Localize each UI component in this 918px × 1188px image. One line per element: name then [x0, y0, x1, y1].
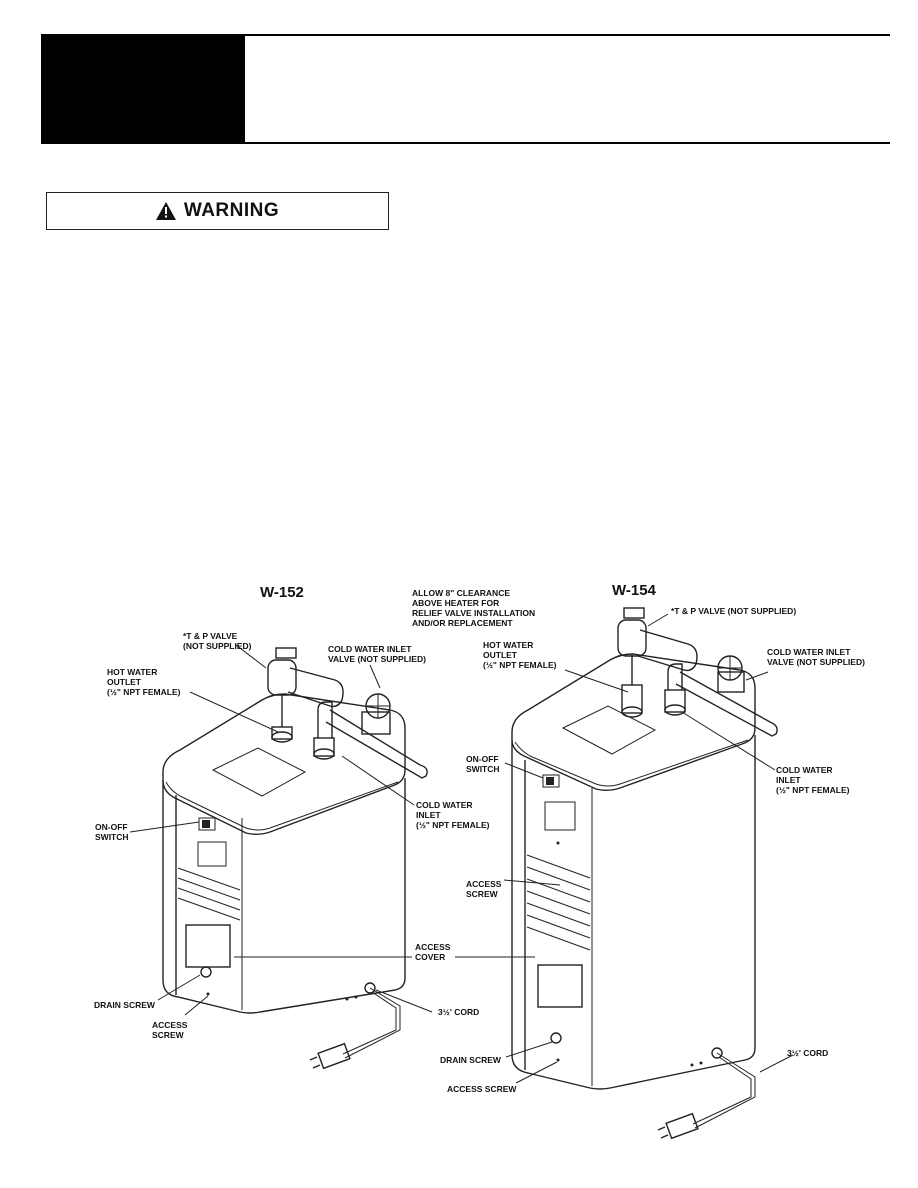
w152-cold-valve-label-2: VALVE (NOT SUPPLIED)	[328, 654, 426, 664]
clearance-note: ALLOW 8" CLEARANCE ABOVE HEATER FOR RELI…	[412, 588, 535, 628]
model-label-w152: W-152	[260, 584, 304, 601]
w154-cold-inlet-label-1: COLD WATER	[776, 765, 833, 775]
header-bottom-rule	[41, 142, 890, 144]
w154-tp-valve-label: *T & P VALVE (NOT SUPPLIED)	[671, 606, 796, 616]
clearance-line-1: ALLOW 8" CLEARANCE	[412, 588, 510, 598]
w154-access-screw-mid-label-1: ACCESS	[466, 879, 502, 889]
w152-tp-valve-label-1: *T & P VALVE	[183, 631, 238, 641]
w154-drain-label: DRAIN SCREW	[440, 1055, 502, 1065]
heater-w154-drawing	[511, 607, 778, 1140]
w154-cold-inlet-label-3: (½" NPT FEMALE)	[776, 785, 850, 795]
access-cover-label-2: COVER	[415, 952, 445, 962]
warning-box: WARNING	[46, 192, 389, 230]
w152-cold-valve-label-1: COLD WATER INLET	[328, 644, 412, 654]
w154-hot-outlet-label-3: (½" NPT FEMALE)	[483, 660, 557, 670]
clearance-line-3: RELIEF VALVE INSTALLATION	[412, 608, 535, 618]
section-header-block	[41, 34, 245, 143]
w154-cold-inlet-label-2: INLET	[776, 775, 801, 785]
leader-lines	[129, 613, 794, 1084]
model-label-w154: W-154	[612, 582, 657, 599]
w152-hot-outlet-label-2: OUTLET	[107, 677, 142, 687]
w152-on-off-label-2: SWITCH	[95, 832, 129, 842]
w152-access-screw-label-2: SCREW	[152, 1030, 185, 1040]
warning-label: WARNING	[183, 200, 280, 221]
water-heater-installation-figure: W-152 W-154 ALLOW 8" CLEARANCE ABOVE HEA…	[94, 582, 865, 1140]
w154-access-screw-mid-label-2: SCREW	[466, 889, 499, 899]
w152-tp-valve-label-2: (NOT SUPPLIED)	[183, 641, 252, 651]
w154-hot-outlet-label-2: OUTLET	[483, 650, 518, 660]
w152-hot-outlet-label-3: (½" NPT FEMALE)	[107, 687, 181, 697]
w154-hot-outlet-label-1: HOT WATER	[483, 640, 533, 650]
heater-w152-drawing	[162, 647, 428, 1070]
w152-cold-inlet-label-1: COLD WATER	[416, 800, 473, 810]
w154-access-screw-label: ACCESS SCREW	[447, 1084, 517, 1094]
w152-drain-label: DRAIN SCREW	[94, 1000, 156, 1010]
w152-on-off-label-1: ON-OFF	[95, 822, 128, 832]
w154-on-off-label-2: SWITCH	[466, 764, 500, 774]
clearance-line-2: ABOVE HEATER FOR	[412, 598, 499, 608]
w154-cord-label: 3½' CORD	[787, 1048, 828, 1058]
w154-cold-valve-label-1: COLD WATER INLET	[767, 647, 851, 657]
warning-triangle-icon	[155, 202, 176, 220]
access-cover-label-1: ACCESS	[415, 942, 451, 952]
w152-cold-inlet-label-2: INLET	[416, 810, 441, 820]
clearance-line-4: AND/OR REPLACEMENT	[412, 618, 513, 628]
header-top-rule	[242, 34, 890, 36]
w152-cold-inlet-label-3: (½" NPT FEMALE)	[416, 820, 490, 830]
w152-hot-outlet-label-1: HOT WATER	[107, 667, 157, 677]
w154-on-off-label-1: ON-OFF	[466, 754, 499, 764]
w154-cold-valve-label-2: VALVE (NOT SUPPLIED)	[767, 657, 865, 667]
w152-cord-label: 3½' CORD	[438, 1007, 479, 1017]
w152-access-screw-label-1: ACCESS	[152, 1020, 188, 1030]
